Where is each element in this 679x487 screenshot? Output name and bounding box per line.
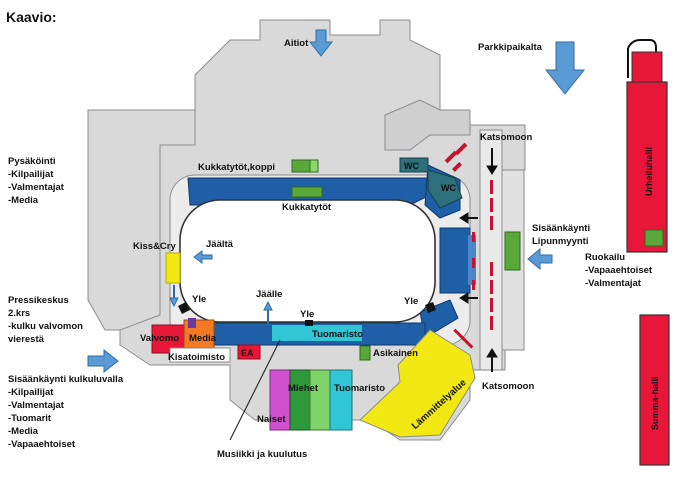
label-kisatoimisto: Kisatoimisto (168, 352, 225, 363)
room-miehet (289, 369, 311, 431)
label-katsomoon-top: Katsomoon (480, 132, 532, 143)
label-musiikki: Musiikki ja kuulutus (217, 449, 307, 460)
note-pressikeskus: Pressikeskus 2.krs -kulku valvomon viere… (8, 295, 86, 345)
room-media (183, 319, 215, 349)
label-kukkatytot: Kukkatytöt (282, 202, 332, 213)
arrow-sisaankaynti-lipun (527, 247, 553, 271)
blue-arrows (87, 29, 586, 374)
room-ea (237, 344, 261, 360)
arrow-aitiot (308, 29, 334, 57)
booth-kukkatytot-koppi-b (309, 159, 319, 173)
label-valvomo: Valvomo (140, 333, 179, 344)
label-tuomaristo-top: Tuomaristo (312, 329, 363, 340)
label-urheiluhalli: Urheiluhalli (644, 147, 654, 196)
label-kukkatytot-koppi: Kukkatytöt,koppi (198, 162, 275, 173)
note-ruokailu: Ruokailu -Vapaaehtoiset -Valmentajat (585, 252, 655, 289)
label-asikainen: Asikainen (373, 348, 418, 359)
label-yle-left: Yle (192, 294, 206, 305)
note-sisaankaynti-lipun: Sisäänkäynti Lipunmyynti (532, 223, 593, 247)
room-tuomaristo (329, 369, 353, 431)
black-flow-arrows (459, 39, 662, 372)
label-ea: EA (241, 348, 254, 358)
arrow-jaalle-head (263, 300, 273, 311)
label-kisscry: Kiss&Cry (133, 241, 176, 252)
room-kisatoimisto (169, 347, 231, 363)
room-media-purple (188, 318, 196, 328)
label-naiset: Naiset (257, 414, 286, 425)
building-northeast-block (384, 99, 471, 151)
map-title: Kaavio: (6, 9, 57, 25)
warmup-area (359, 329, 476, 438)
stand-east (439, 227, 471, 294)
label-yle-right: Yle (404, 296, 418, 307)
label-parkkipaikalta: Parkkipaikalta (478, 42, 543, 53)
ruokailu-room (644, 229, 664, 247)
room-asikainen (359, 345, 371, 361)
label-jaalta: Jäältä (206, 239, 234, 250)
label-wc-2: WC (441, 183, 456, 193)
musiikki-pointer (229, 339, 281, 441)
arrow-kisscry-head (169, 297, 179, 308)
ice-rink (179, 199, 436, 323)
urheiluhalli-inner (631, 51, 663, 83)
wc-block-2 (427, 169, 463, 209)
label-miehet: Miehet (288, 383, 319, 394)
label-summa-halli: Summa-halli (650, 376, 660, 430)
booth-kukkatytot-koppi (291, 159, 311, 173)
label-wc-1: WC (404, 161, 419, 171)
kiss-and-cry-area (165, 252, 181, 284)
arrow-kulkuluvalla (87, 348, 119, 374)
yle-camera-mid (305, 320, 313, 326)
label-media: Media (189, 333, 217, 344)
label-aitiot: Aitiot (284, 38, 309, 49)
red-seating-marks (444, 142, 493, 349)
label-katsomoon-bottom: Katsomoon (482, 381, 534, 392)
entrance-ticket-green (504, 231, 521, 271)
yle-camera-left (178, 302, 190, 314)
booth-kukkatytot (291, 186, 323, 198)
arrow-jaalta (193, 250, 213, 264)
label-yle-mid: Yle (300, 309, 314, 320)
yle-camera-right (425, 302, 436, 313)
note-sisaankaynti-kulkuluvalla: Sisäänkäynti kulkuluvalla -Kilpailijat -… (8, 374, 126, 450)
label-tuomaristo-bottom: Tuomaristo (334, 383, 385, 394)
stand-south-light (272, 325, 362, 341)
room-miehet-b (309, 369, 331, 431)
arrow-parkkipaikalta (544, 41, 586, 95)
summa-halli-building (639, 314, 670, 466)
note-pysakointi: Pysäköinti -Kilpailijat -Valmentajat -Me… (8, 156, 67, 206)
label-jaalle: Jäälle (256, 289, 282, 300)
